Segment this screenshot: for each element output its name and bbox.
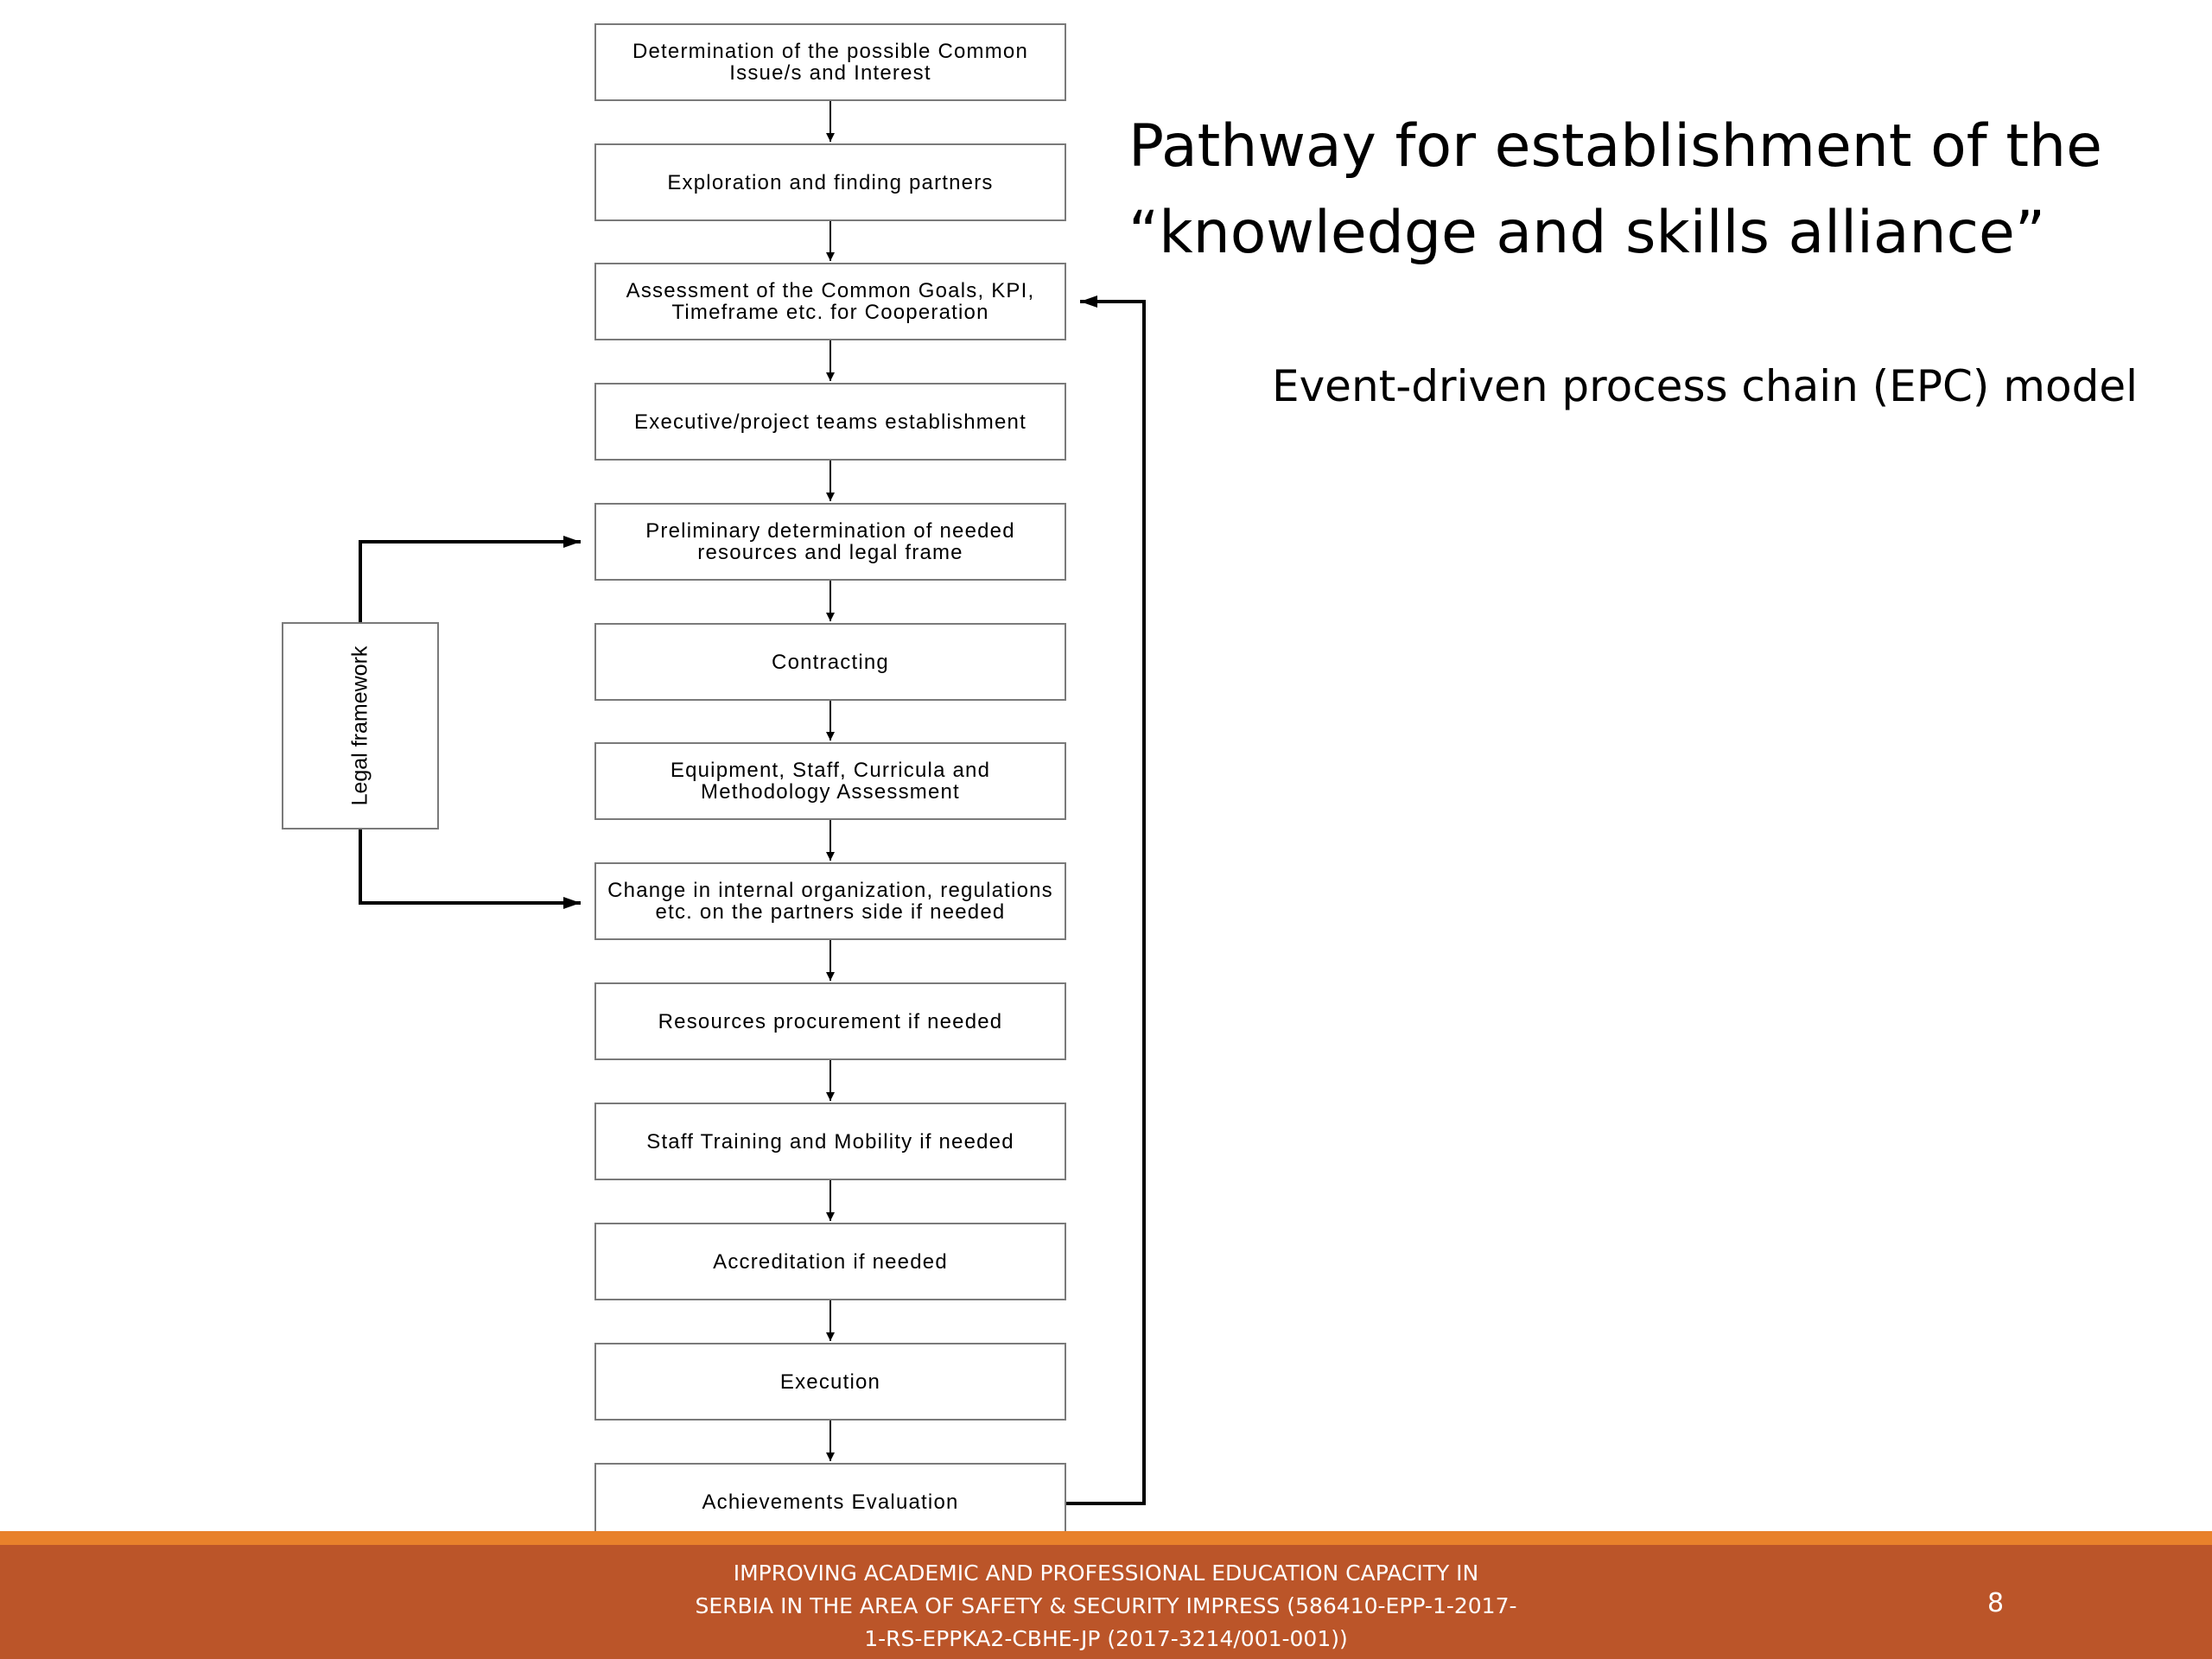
legal-framework-arrow-top bbox=[359, 536, 581, 622]
step-box: Accreditation if needed bbox=[594, 1223, 1066, 1300]
step-box: Contracting bbox=[594, 623, 1066, 701]
step-box: Achievements Evaluation bbox=[594, 1463, 1066, 1541]
page-number: 8 bbox=[1987, 1588, 2005, 1618]
legal-framework-label: Legal framework bbox=[347, 645, 372, 806]
feedback-loop-arrow bbox=[1066, 296, 1146, 1505]
step-box: Equipment, Staff, Curricula and Methodol… bbox=[594, 742, 1066, 820]
step-box: Assessment of the Common Goals, KPI, Tim… bbox=[594, 263, 1066, 340]
step-box: Staff Training and Mobility if needed bbox=[594, 1103, 1066, 1180]
legal-framework-box: Legal framework bbox=[282, 622, 439, 830]
footer-band: IMPROVING ACADEMIC AND PROFESSIONAL EDUC… bbox=[0, 1545, 2212, 1659]
slide-title: Pathway for establishment of the “knowle… bbox=[1128, 112, 2102, 267]
step-box: Exploration and finding partners bbox=[594, 143, 1066, 221]
footer-accent-line bbox=[0, 1531, 2212, 1545]
step-box: Determination of the possible Common Iss… bbox=[594, 23, 1066, 101]
step-box: Resources procurement if needed bbox=[594, 982, 1066, 1060]
step-box: Executive/project teams establishment bbox=[594, 383, 1066, 461]
slide-subtitle: Event-driven process chain (EPC) model bbox=[1272, 361, 2138, 411]
footer-project-text: IMPROVING ACADEMIC AND PROFESSIONAL EDUC… bbox=[695, 1560, 1517, 1651]
step-box: Change in internal organization, regulat… bbox=[594, 862, 1066, 940]
legal-framework-arrow-bottom bbox=[359, 830, 581, 909]
step-box: Preliminary determination of needed reso… bbox=[594, 503, 1066, 581]
step-box: Execution bbox=[594, 1343, 1066, 1421]
